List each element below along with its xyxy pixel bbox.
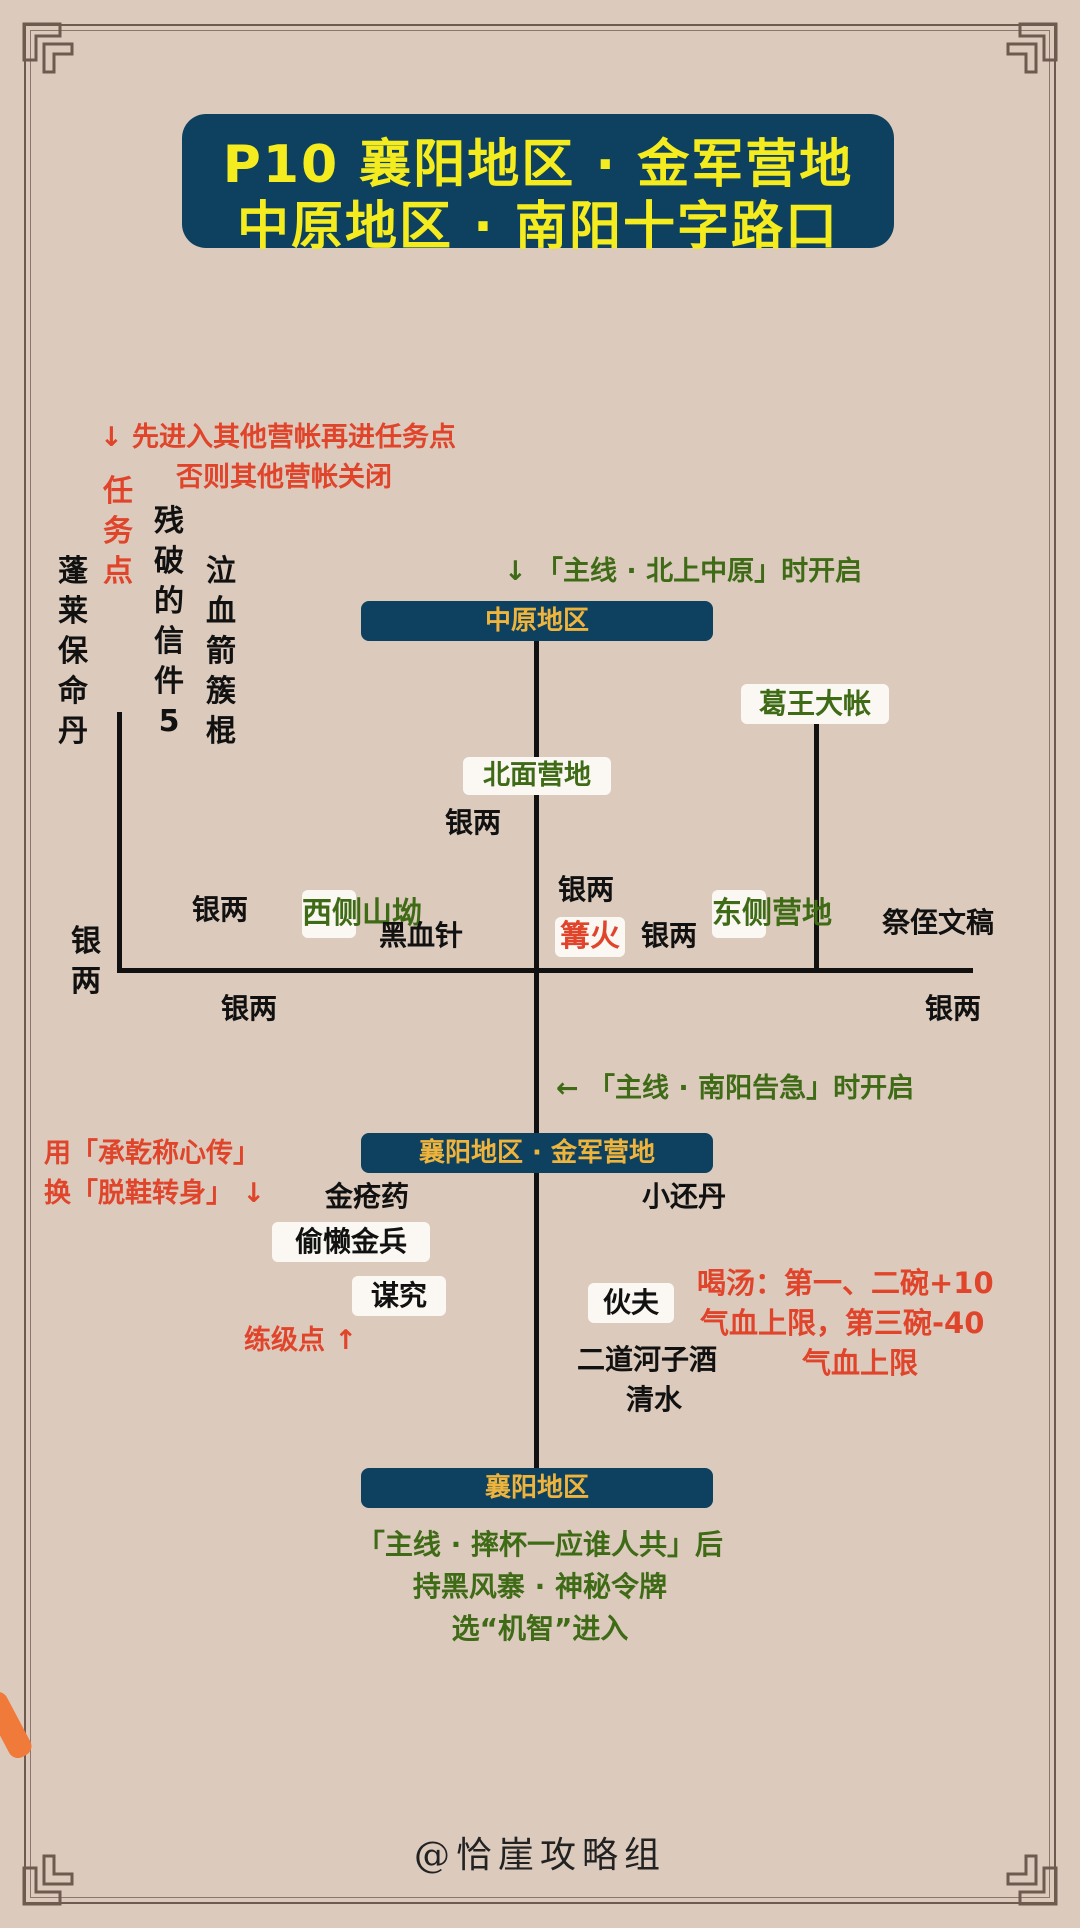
item-silver-center: 银两 xyxy=(558,873,615,906)
place-ge-tent: 葛王大帐 xyxy=(741,684,889,724)
note-bottom-1: 「主线 · 摔杯一应谁人共」后 xyxy=(356,1528,724,1561)
watermark: @恰崖攻略组 xyxy=(413,1835,666,1876)
place-lazy-soldier: 偷懒金兵 xyxy=(272,1222,430,1262)
place-east-camp: 东侧营地 xyxy=(712,890,832,938)
note-quest-point: 任务点 xyxy=(103,474,133,589)
header-xiangyang: 襄阳地区 xyxy=(361,1468,713,1508)
corner-ornament-icon xyxy=(1006,22,1058,74)
note-south-open: ← 「主线 · 南阳告急」时开启 xyxy=(556,1073,915,1104)
place-cook: 伙夫 xyxy=(588,1283,674,1323)
note-bottom-2: 持黑风寨 · 神秘令牌 xyxy=(412,1570,668,1603)
header-zhongyuan: 中原地区 xyxy=(361,601,713,641)
place-west-valley: 西侧山坳 xyxy=(302,890,422,938)
item-silver-center-right: 银两 xyxy=(641,919,698,952)
item-arrow: 泣血箭簇棍 xyxy=(206,554,236,749)
note-train-point: 练级点 ↑ xyxy=(244,1325,358,1356)
item-silver-east: 银两 xyxy=(925,992,982,1025)
note-bottom-3: 选“机智”进入 xyxy=(451,1612,629,1645)
title-line-1: P10 襄阳地区 · 金军营地 xyxy=(222,135,854,195)
item-water: 清水 xyxy=(626,1383,683,1416)
place-strategist: 谋究 xyxy=(352,1276,446,1316)
item-black-needle: 黑血针 xyxy=(379,919,464,952)
corner-ornament-icon xyxy=(1006,1854,1058,1906)
note-soup-3: 气血上限 xyxy=(802,1346,919,1380)
note-swap-item: 换「脱鞋转身」 ↓ xyxy=(44,1178,266,1209)
item-silver-left-lower: 银两 xyxy=(221,992,278,1025)
item-wine: 二道河子酒 xyxy=(577,1343,718,1376)
item-penglai: 蓬莱保命丹 xyxy=(58,554,88,749)
place-bonfire: 篝火 xyxy=(555,917,625,957)
item-small-pill: 小还丹 xyxy=(642,1180,727,1213)
main-horizontal-line xyxy=(117,968,973,973)
inner-frame xyxy=(30,30,1050,1898)
east-branch-line xyxy=(814,720,819,973)
main-vertical-line xyxy=(534,622,539,1472)
note-north-open: ↓ 「主线 · 北上中原」时开启 xyxy=(504,556,863,587)
item-silver-left-upper: 银两 xyxy=(192,893,249,926)
corner-ornament-icon xyxy=(22,22,74,74)
item-sacrifice-manuscript: 祭侄文稿 xyxy=(882,906,995,939)
west-branch-line xyxy=(117,712,122,973)
note-soup-2: 气血上限，第三碗-40 xyxy=(700,1306,985,1340)
item-silver-north: 银两 xyxy=(445,806,502,839)
note-enter-first: ↓ 先进入其他营帐再进任务点 xyxy=(100,422,457,453)
title-line-2: 中原地区 · 南阳十字路口 xyxy=(237,197,839,257)
title-banner: P10 襄阳地区 · 金军营地 中原地区 · 南阳十字路口 xyxy=(182,114,894,257)
item-wound-medicine: 金疮药 xyxy=(325,1180,410,1213)
note-use-item: 用「承乾称心传」 xyxy=(44,1138,260,1169)
outer-frame xyxy=(24,24,1056,1904)
note-soup-1: 喝汤：第一、二碗+10 xyxy=(697,1266,994,1300)
corner-ornament-icon xyxy=(22,1854,74,1906)
item-letter: 残破的信件5 xyxy=(154,504,184,739)
header-jinjun-camp: 襄阳地区 · 金军营地 xyxy=(361,1133,713,1173)
note-otherwise-closed: 否则其他营帐关闭 xyxy=(176,462,392,493)
place-north-camp: 北面营地 xyxy=(463,757,611,795)
item-silver-far-left: 银两 xyxy=(71,924,101,999)
